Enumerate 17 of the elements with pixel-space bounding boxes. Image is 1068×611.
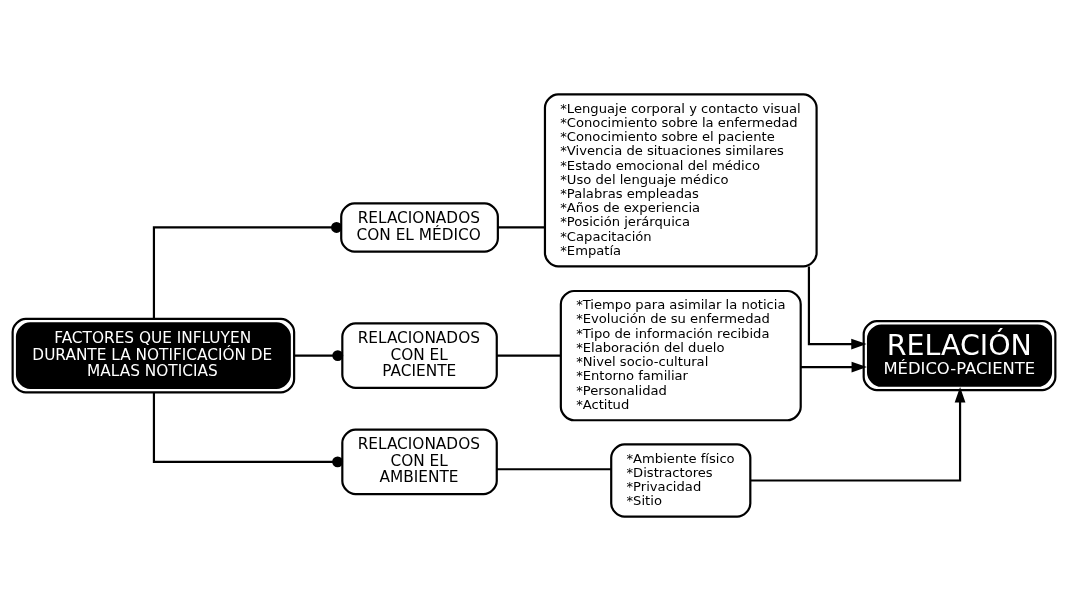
connector: [497, 226, 545, 229]
node-box: RELACIÓN MÉDICO-PACIENTE: [862, 320, 1057, 392]
connector: [496, 354, 561, 357]
node-box: RELACIONADOS CON EL MÉDICO: [340, 202, 499, 253]
node-box: RELACIONADOS CON EL PACIENTE: [341, 322, 498, 389]
arrow: [807, 266, 867, 350]
connector: [496, 468, 612, 471]
arrow: [750, 387, 966, 482]
node-box: *Lenguaje corporal y contacto visual *Conocimiento sobre la enfermedad *Conocimiento sobre el paciente *Vivencia de situaciones similares *Estado emocional del médico *Uso del lenguaje médico *Palabras empleadas *Años de experiencia *Posición jerárquica *Capacitación *Empatía: [543, 93, 818, 268]
connector: [152, 222, 343, 319]
arrow: [801, 361, 867, 373]
node-box: FACTORES QUE INFLUYEN DURANTE LA NOTIFICACIÓN DE MALAS NOTICIAS: [11, 317, 296, 394]
node-box: *Tiempo para asimilar la noticia *Evolución de su enfermedad *Tipo de información recibida *Elaboración del duelo *Nivel socio-cultural *Entorno familiar *Personalidad *Actitud: [559, 289, 802, 422]
node-box: *Ambiente físico *Distractores *Privacidad *Sitio: [610, 443, 752, 518]
connector: [294, 350, 344, 362]
node-box: RELACIONADOS CON EL AMBIENTE: [341, 428, 498, 496]
connector: [152, 392, 344, 468]
